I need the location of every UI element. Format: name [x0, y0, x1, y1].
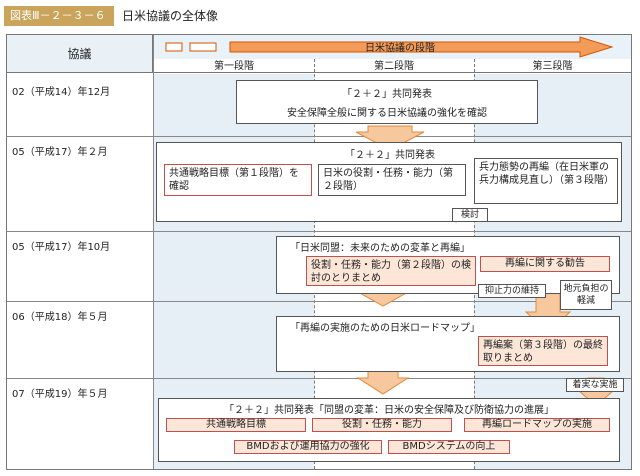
row-date-3: 05（平成17）年10月 [12, 242, 111, 253]
row5-title: 「２＋２」共同発表「同盟の変革：日米の安全保障及び防衛協力の進展」 [224, 405, 554, 416]
row5-item-strategic-objectives: 共通戦略目標 [166, 418, 306, 432]
row1-title: 「２＋２」共同発表 [342, 89, 432, 100]
row-date-2: 05（平成17）年２月 [12, 147, 108, 158]
row-date-1: 02（平成14）年12月 [12, 87, 111, 98]
phases-title: 日米協議の段階 [365, 43, 435, 54]
column-header-consultation: 協議 [7, 35, 153, 73]
row2-review-tag: 検討 [452, 208, 488, 222]
phase-dash-2 [189, 42, 217, 52]
phase-dash-1 [165, 42, 183, 52]
row3-box-realignment-recommendations: 再編に関する勧告 [480, 256, 610, 272]
row1-subtitle: 安全保障全般に関する日米協議の強化を確認 [287, 108, 487, 119]
row2-box-force-posture: 兵力態勢の再編（在日米軍の兵力構成見直し）（第３段階） [474, 158, 618, 204]
row3-title: 「日米同盟：未来のための変革と再編」 [290, 243, 470, 254]
row1-joint-statement-box: 「２＋２」共同発表 安全保障全般に関する日米協議の強化を確認 [236, 80, 538, 124]
row3-tag-deterrence: 抑止力の維持 [478, 284, 546, 298]
row2-box-roles-missions: 日米の役割・任務・能力（第２段階） [318, 164, 466, 196]
phase-main-arrow [229, 36, 614, 58]
row-date-4: 06（平成18）年５月 [12, 312, 108, 323]
row5-tag-steady-implementation: 着実な実施 [566, 378, 624, 392]
figure-label: 図表Ⅲ－２－３－６ [4, 6, 114, 26]
diagram-frame [6, 34, 632, 470]
row5-item-bmd-system: BMDシステムの向上 [388, 440, 510, 454]
row-divider-3 [7, 301, 631, 302]
row5-item-roadmap: 再編ロードマップの実施 [464, 418, 610, 432]
row4-title: 「再編の実施のための日米ロードマップ」 [290, 323, 480, 334]
row-divider-1 [7, 136, 631, 137]
down-arrow-1 [355, 125, 425, 151]
stage-label-1: 第一段階 [214, 61, 254, 72]
row5-item-roles: 役割・任務・能力 [312, 418, 452, 432]
row5-item-bmd-cooperation: BMDおよび運用協力の強化 [234, 440, 382, 454]
row4-box-final-plan: 再編案（第３段階）の最終取りまとめ [478, 336, 608, 366]
figure-title: 日米協議の全体像 [122, 9, 219, 23]
stages-header-band [153, 59, 631, 73]
row2-title: 「２＋２」共同発表 [345, 150, 435, 161]
row-date-5: 07（平成19）年５月 [12, 389, 108, 400]
row3-tag-local-burden: 地元負担の軽減 [560, 280, 612, 310]
stage-label-2: 第二段階 [374, 61, 414, 72]
stage-label-3: 第三段階 [532, 61, 573, 72]
row-divider-2 [7, 231, 631, 232]
row3-box-roles-review: 役割・任務・能力（第２段階）の検討のとりまとめ [306, 256, 476, 286]
left-column-divider [153, 35, 154, 469]
row-divider-4 [7, 378, 631, 379]
row2-box-strategic-objectives: 共通戦略目標（第１段階）を確認 [164, 164, 312, 196]
